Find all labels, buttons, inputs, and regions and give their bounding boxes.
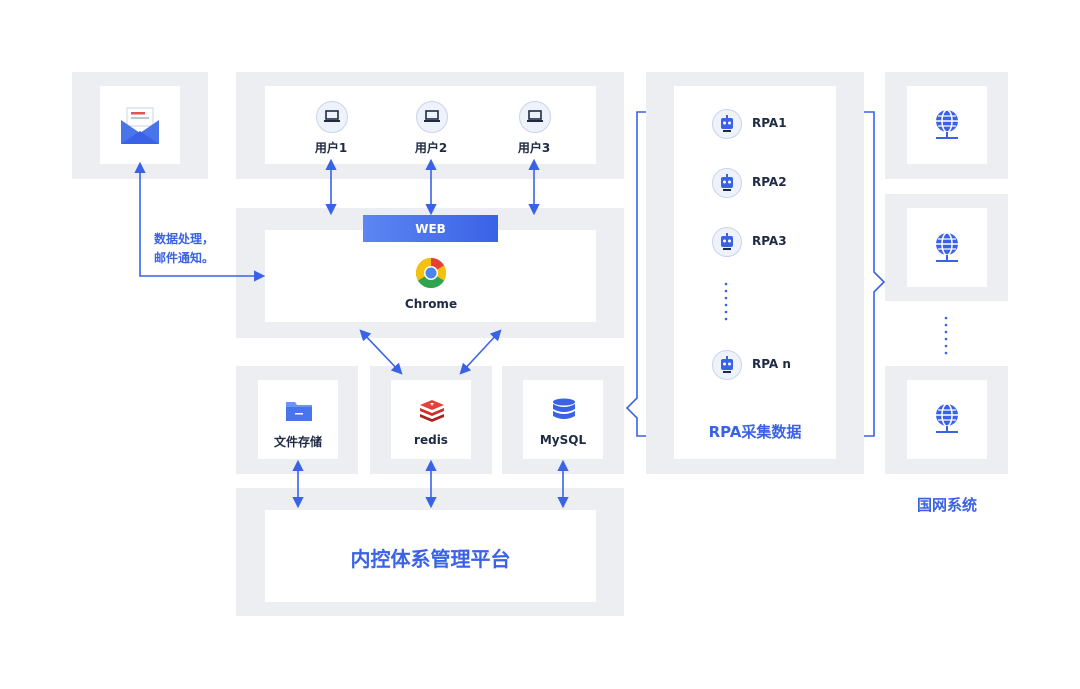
platform-title: 内控体系管理平台 bbox=[350, 547, 511, 571]
rpa-title: RPA采集数据 bbox=[708, 423, 802, 441]
user-2-label: 用户2 bbox=[414, 141, 448, 155]
laptop-user-icon bbox=[316, 101, 348, 133]
mysql-label: MySQL bbox=[539, 433, 587, 447]
grid-right-bracket bbox=[864, 111, 886, 437]
globe-network-icon bbox=[936, 109, 958, 139]
platform-card bbox=[265, 510, 596, 602]
laptop-user-icon bbox=[519, 101, 551, 133]
chrome-label: Chrome bbox=[404, 297, 458, 311]
rpa-card bbox=[674, 86, 836, 459]
robot-icon bbox=[712, 168, 742, 198]
arrow-web-redis-left bbox=[359, 329, 403, 375]
redis-icon bbox=[420, 400, 444, 422]
laptop-user-icon bbox=[416, 101, 448, 133]
user-1-label: 用户1 bbox=[314, 141, 348, 155]
rpa-item-n-label: RPA n bbox=[752, 357, 791, 371]
chrome-icon bbox=[415, 258, 447, 289]
file-storage-label: 文件存储 bbox=[273, 435, 322, 449]
web-bar: WEB bbox=[363, 215, 498, 242]
mail-envelope-icon bbox=[121, 107, 159, 144]
grid-title: 国网系统 bbox=[916, 496, 977, 514]
arrow-web-redis-right bbox=[459, 329, 502, 375]
globe-network-icon bbox=[936, 232, 958, 262]
redis-label: redis bbox=[414, 433, 448, 447]
database-icon bbox=[553, 398, 575, 419]
arrow-mail-web bbox=[134, 161, 266, 282]
globe-network-icon bbox=[936, 403, 958, 433]
rpa-item-2-label: RPA2 bbox=[752, 175, 787, 189]
folder-icon bbox=[286, 402, 312, 421]
robot-icon bbox=[712, 109, 742, 139]
rpa-item-3-label: RPA3 bbox=[752, 234, 787, 248]
rpa-left-bracket bbox=[625, 111, 646, 437]
mysql-card bbox=[523, 380, 603, 459]
rpa-item-1-label: RPA1 bbox=[752, 116, 787, 130]
user-3-label: 用户3 bbox=[517, 141, 551, 155]
robot-icon bbox=[712, 350, 742, 380]
robot-icon bbox=[712, 227, 742, 257]
